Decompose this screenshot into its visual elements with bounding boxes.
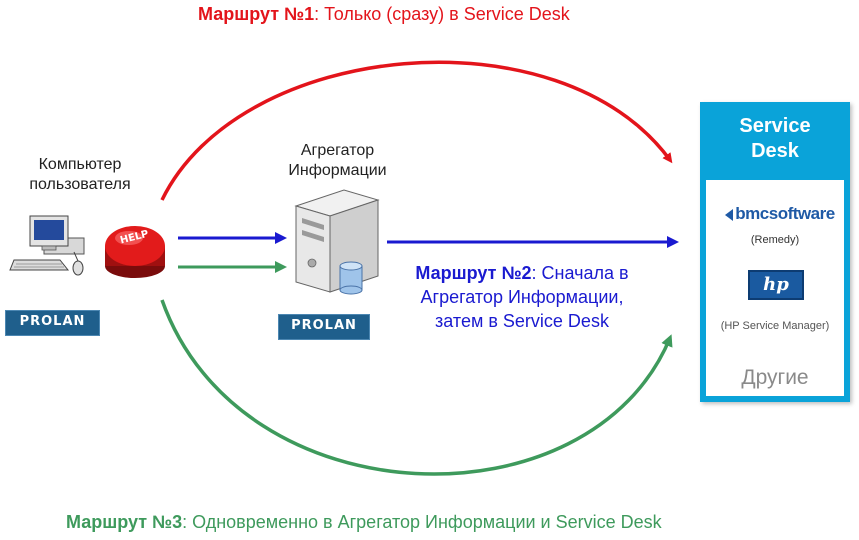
hp-logo-text: hp	[763, 274, 789, 295]
bmc-logo-bold: bmc	[735, 204, 769, 223]
route2-description-2: Агрегатор Информации,	[420, 287, 624, 307]
bmc-logo-rest: software	[768, 204, 835, 223]
route1-description: : Только (сразу) в Service Desk	[314, 4, 570, 24]
route1-arrow	[160, 60, 673, 201]
bmc-logo: bmcsoftware	[720, 204, 840, 224]
other-systems-label: Другие	[741, 366, 809, 389]
route3-arrow	[160, 299, 673, 476]
aggregator-label-line1: Агрегатор	[300, 142, 375, 159]
route2-description-1: : Сначала в	[531, 263, 629, 283]
service-desk-box: Service Desk bmcsoftware (Remedy) hp (HP…	[700, 102, 850, 402]
route1-name: Маршрут №1	[198, 4, 315, 24]
route3-description: : Одновременно в Агрегатор Информации и …	[182, 512, 662, 532]
route3-title: Маршрут №3: Одновременно в Агрегатор Инф…	[66, 512, 662, 533]
hp-logo-icon: hp	[748, 270, 804, 300]
aggregator-label: Агрегатор Информации	[265, 141, 410, 181]
user-computer-label-line2: пользователя	[29, 176, 131, 193]
service-desk-title-line1: Service	[739, 115, 811, 137]
route2-description-3: затем в Service Desk	[435, 311, 609, 331]
bmc-sub: (Remedy)	[750, 234, 800, 246]
route1-title: Маршрут №1: Только (сразу) в Service Des…	[198, 4, 570, 25]
route2-name: Маршрут №2	[415, 263, 532, 283]
hp-sub: (HP Service Manager)	[720, 320, 830, 332]
help-button-icon: HELP	[105, 226, 165, 278]
prolan-logo-user: PROLAN	[5, 310, 100, 336]
user-computer-label-line1: Компьютер	[38, 156, 122, 173]
service-desk-title: Service Desk	[700, 102, 850, 178]
server-icon	[294, 189, 380, 295]
service-desk-systems: bmcsoftware (Remedy) hp (HP Service Mana…	[706, 180, 844, 396]
bmc-logo-mark-icon	[725, 208, 734, 221]
user-computer-label: Компьютер пользователя	[10, 155, 150, 195]
service-desk-title-line2: Desk	[751, 140, 799, 162]
route2-title: Маршрут №2: Сначала в Агрегатор Информац…	[392, 261, 652, 333]
computer-icon	[9, 215, 85, 276]
route3-name: Маршрут №3	[66, 512, 183, 532]
prolan-logo-aggregator: PROLAN	[278, 314, 370, 340]
aggregator-label-line2: Информации	[288, 162, 387, 179]
